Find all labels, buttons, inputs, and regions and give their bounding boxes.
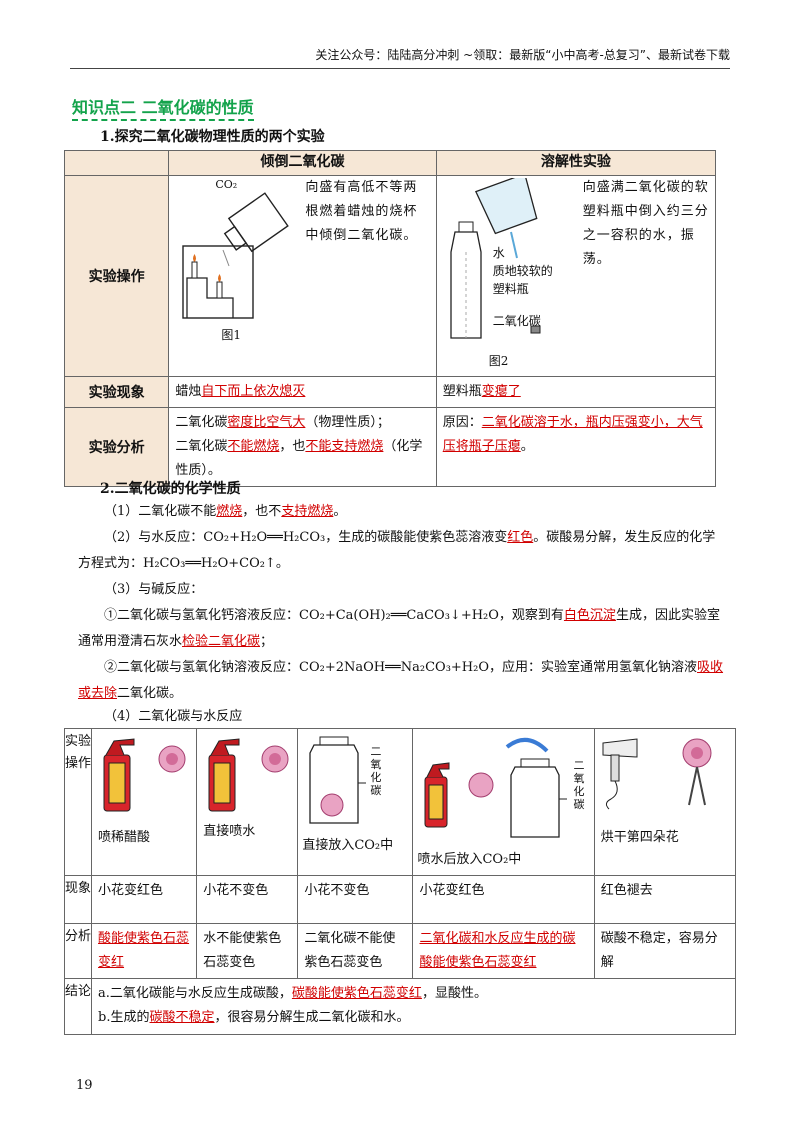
figure-1-caption: 图1: [221, 328, 241, 342]
water-label: 水: [492, 246, 505, 260]
part2-title: 2.二氧化碳的化学性质: [100, 481, 241, 497]
paragraph-5: ②二氧化碳与氢氧化钠溶液反应：CO₂+2NaOH══Na₂CO₃+H₂O，应用：…: [78, 660, 724, 701]
paragraph-1: （1）二氧化碳不能燃烧，也不支持燃烧。: [104, 504, 347, 519]
row-label-analysis: 分析: [63, 923, 93, 979]
part1-title: 1.探究二氧化碳物理性质的两个实验: [100, 129, 325, 145]
sprayer-flower-illustration: [208, 738, 289, 812]
op-2: 直接喷水: [196, 728, 299, 876]
paragraph-4: ①二氧化碳与氢氧化钙溶液反应：CO₂+Ca(OH)₂══CaCO₃↓+H₂O，观…: [78, 608, 720, 649]
phenomenon-1: 蜡烛自下而上依次熄灭: [168, 376, 437, 408]
row-label-operation: 实验操作: [63, 175, 170, 377]
figure-2-caption: 图2: [488, 354, 509, 368]
physical-properties-table: 倾倒二氧化碳 溶解性实验 实验操作 CO₂: [63, 150, 717, 487]
beaker-candle-illustration: [182, 192, 290, 319]
op-4: 二氧化碳 喷水后放入CO₂中: [412, 728, 595, 876]
page-header: 关注公众号：陆陆高分冲刺 ~领取：最新版“小中高考-总复习”、最新试卷下载: [315, 48, 730, 62]
bottle-label: 质地较软的塑料瓶: [492, 264, 553, 296]
col-solubility: 溶解性实验: [435, 150, 717, 176]
phenomenon-2: 塑料瓶变瘪了: [435, 376, 717, 408]
hairdryer-flower-illustration: [602, 738, 712, 810]
pour-co2-cell: CO₂ 图1 向盛有高低不等两根燃着蜡烛的烧杯中倾倒二氧化碳。: [168, 175, 437, 377]
analysis-2: 原因：二氧化碳溶于水，瓶内压强变小，大气压将瓶子压瘪。: [435, 407, 717, 487]
pour-co2-description: 向盛有高低不等两根燃着蜡烛的烧杯中倾倒二氧化碳。: [305, 180, 418, 243]
paragraph-3: （3）与碱反应：: [104, 582, 204, 597]
col-pour-co2: 倾倒二氧化碳: [168, 150, 437, 176]
co2-water-table: 实验操作 喷稀醋酸: [63, 728, 737, 1035]
solubility-description: 向盛满二氧化碳的软塑料瓶中倒入约三分之一容积的水，振荡。: [582, 180, 709, 267]
jar-flower-illustration: [309, 736, 367, 824]
page-number: 19: [76, 1078, 93, 1093]
paragraph-2: （2）与水反应：CO₂+H₂O══H₂CO₃，生成的碳酸能使紫色蕊溶液变红色。碳…: [78, 530, 716, 571]
conclusion: a.二氧化碳能与水反应生成碳酸，碳酸能使紫色石蕊变红，显酸性。 b.生成的碳酸不…: [91, 978, 736, 1035]
section-title: 知识点二 二氧化碳的性质: [72, 94, 254, 121]
analysis-1: 二氧化碳密度比空气大（物理性质）；二氧化碳不能燃烧，也不能支持燃烧（化学性质）。: [168, 407, 437, 487]
paragraph-6: （4）二氧化碳与水反应: [104, 709, 243, 724]
op-1: 喷稀醋酸: [91, 728, 198, 876]
row-label-phenomenon: 现象: [63, 875, 93, 924]
op-5: 烘干第四朵花: [593, 728, 737, 876]
header-rule: [70, 68, 730, 69]
soft-bottle-illustration: [450, 178, 541, 339]
op-3: 二氧化碳 直接放入CO₂中: [297, 728, 414, 876]
row-label-analysis: 实验分析: [63, 407, 170, 487]
sprayer-flower-illustration: [103, 738, 186, 812]
sprayer-jar-illustration: [424, 738, 568, 838]
co2-bottle-label: 二氧化碳: [492, 314, 541, 328]
row-label-conclusion: 结论: [63, 978, 93, 1035]
co2-label: CO₂: [215, 178, 238, 191]
solubility-cell: 水 质地较软的塑料瓶 二氧化碳 图2 向盛满二氧化碳的软塑料瓶中倒入约三分之一容…: [435, 175, 717, 377]
row-label-phenomenon: 实验现象: [63, 376, 170, 408]
row-label-operation: 实验操作: [63, 728, 93, 876]
